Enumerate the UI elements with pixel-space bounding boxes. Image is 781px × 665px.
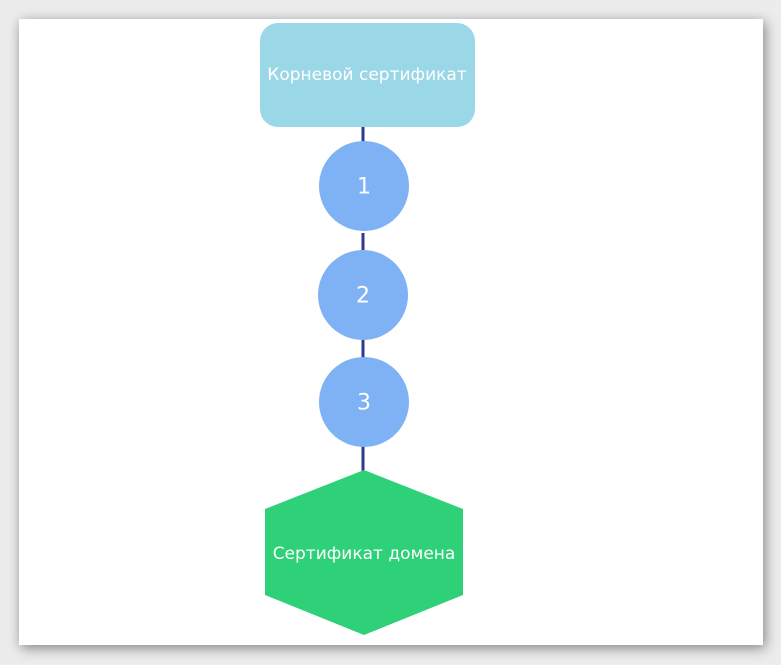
- intermediate-node-3: 3: [319, 357, 409, 447]
- domain-certificate-node: Сертификат домена: [265, 470, 463, 635]
- intermediate-node-1-label: 1: [357, 175, 371, 200]
- intermediate-node-2: 2: [318, 250, 408, 340]
- root-certificate-node: Корневой сертификат: [260, 23, 475, 127]
- intermediate-node-3-label: 3: [357, 391, 371, 416]
- domain-certificate-label: Сертификат домена: [273, 544, 456, 564]
- intermediate-node-2-label: 2: [356, 284, 370, 309]
- intermediate-node-1-shape: [319, 141, 409, 231]
- diagram-frame: Корневой сертификат 1 2 3 Сертификат дом…: [19, 19, 763, 645]
- root-certificate-shape: [260, 23, 475, 127]
- certificate-chain-diagram: Корневой сертификат 1 2 3 Сертификат дом…: [260, 23, 475, 635]
- root-certificate-label: Корневой сертификат: [267, 65, 467, 85]
- intermediate-node-2-shape: [318, 250, 408, 340]
- domain-certificate-shape: [265, 470, 463, 635]
- intermediate-node-1: 1: [319, 141, 409, 231]
- intermediate-node-3-shape: [319, 357, 409, 447]
